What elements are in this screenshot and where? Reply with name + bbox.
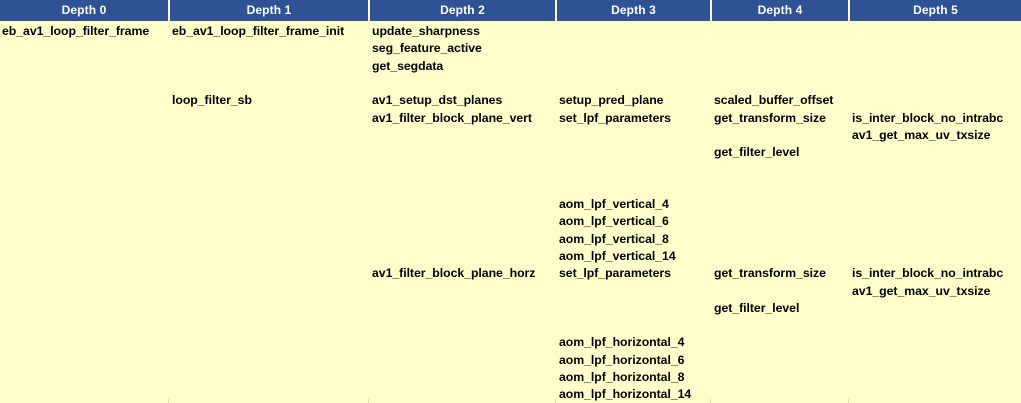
cell-depth4-row7[interactable]: get_filter_level [714, 145, 800, 160]
column-header-depth-5[interactable]: Depth 5 [850, 0, 1021, 21]
cell-depth4-row14[interactable]: get_transform_size [714, 266, 826, 281]
table-body: eb_av1_loop_filter_frame eb_av1_loop_filt… [0, 23, 1021, 403]
column-divider-tick [555, 399, 556, 403]
column-header-depth-0[interactable]: Depth 0 [0, 0, 168, 21]
cell-depth2-row4[interactable]: av1_setup_dst_planes [372, 93, 503, 108]
column-depth-2: update_sharpness seg_feature_active get_se… [370, 23, 555, 403]
cell-depth0-row0[interactable]: eb_av1_loop_filter_frame [2, 24, 150, 38]
cell-depth2-row1[interactable]: seg_feature_active [372, 41, 482, 56]
column-depth-1: eb_av1_loop_filter_frame_init loop_filter… [170, 23, 368, 403]
cell-depth2-row5[interactable]: av1_filter_block_plane_vert [372, 110, 532, 125]
cell-depth3-row21[interactable]: aom_lpf_horizontal_14 [559, 387, 692, 402]
cell-depth3-row13[interactable]: aom_lpf_vertical_14 [559, 248, 676, 263]
cell-depth2-row14[interactable]: av1_filter_block_plane_horz [372, 266, 536, 281]
cell-depth3-row12[interactable]: aom_lpf_vertical_8 [559, 231, 669, 246]
cell-depth2-row2[interactable]: get_segdata [372, 58, 444, 73]
cell-depth3-row4[interactable]: setup_pred_plane [559, 93, 664, 108]
column-header-depth-4[interactable]: Depth 4 [712, 0, 848, 21]
column-divider-tick [368, 399, 369, 403]
cell-depth2-row0[interactable]: update_sharpness [372, 24, 480, 38]
cell-depth3-row20[interactable]: aom_lpf_horizontal_8 [559, 370, 685, 384]
cell-depth5-row14[interactable]: is_inter_block_no_intrabc [852, 266, 1004, 281]
cell-depth4-row4[interactable]: scaled_buffer_offset [714, 93, 834, 108]
column-depth-5: is_inter_block_no_intrabc av1_get_max_uv_… [850, 23, 1021, 403]
column-header-depth-2[interactable]: Depth 2 [370, 0, 555, 21]
cell-depth4-row5[interactable]: get_transform_size [714, 110, 826, 125]
cell-depth3-row5[interactable]: set_lpf_parameters [559, 110, 671, 125]
cell-depth3-row14[interactable]: set_lpf_parameters [559, 266, 671, 281]
cell-depth1-row0[interactable]: eb_av1_loop_filter_frame_init [172, 24, 345, 38]
column-divider-tick [168, 399, 169, 403]
column-header-depth-1[interactable]: Depth 1 [170, 0, 368, 21]
cell-depth5-row6[interactable]: av1_get_max_uv_txsize [852, 127, 991, 142]
cell-depth5-row5[interactable]: is_inter_block_no_intrabc [852, 110, 1004, 125]
column-depth-0: eb_av1_loop_filter_frame [0, 23, 168, 403]
column-divider-tick [710, 399, 711, 403]
cell-depth4-row16[interactable]: get_filter_level [714, 300, 800, 315]
cell-depth3-row19[interactable]: aom_lpf_horizontal_6 [559, 352, 685, 367]
cell-depth3-row10[interactable]: aom_lpf_vertical_4 [559, 197, 669, 211]
column-depth-3: setup_pred_plane set_lpf_parameters aom_lp… [557, 23, 710, 403]
cell-depth1-row4[interactable]: loop_filter_sb [172, 93, 252, 108]
column-divider-tick [848, 399, 849, 403]
column-header-depth-3[interactable]: Depth 3 [557, 0, 710, 21]
cell-depth5-row15[interactable]: av1_get_max_uv_txsize [852, 283, 991, 298]
cell-depth3-row11[interactable]: aom_lpf_vertical_6 [559, 214, 669, 229]
cell-depth3-row18[interactable]: aom_lpf_horizontal_4 [559, 335, 685, 350]
